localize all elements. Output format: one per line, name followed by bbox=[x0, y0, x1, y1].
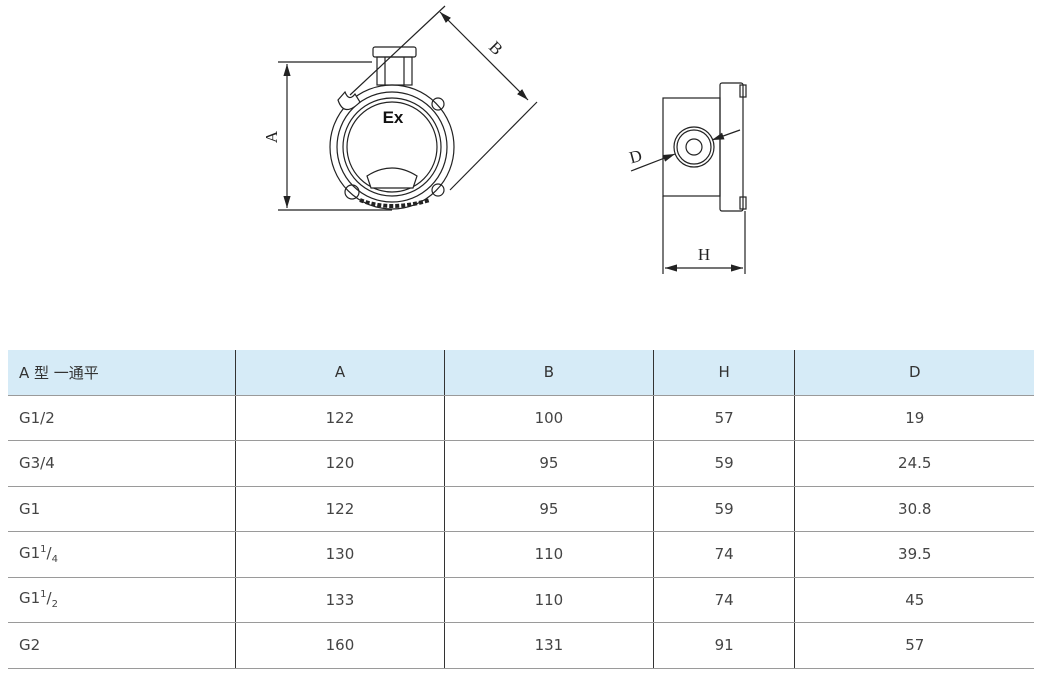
cell-b: 110 bbox=[443, 577, 654, 623]
dimension-label-a: A bbox=[262, 130, 281, 143]
technical-drawing: A B Ex D H bbox=[262, 5, 747, 274]
front-view bbox=[278, 5, 538, 211]
cell-size: G1 bbox=[8, 486, 236, 532]
cell-a: 130 bbox=[235, 531, 445, 578]
cell-b: 110 bbox=[443, 531, 654, 578]
cell-d: 19 bbox=[794, 395, 1034, 441]
cell-a: 160 bbox=[235, 622, 445, 669]
cell-b: 95 bbox=[443, 440, 654, 487]
cell-size: G3/4 bbox=[8, 440, 236, 487]
cell-d: 57 bbox=[794, 622, 1034, 669]
ex-mark: Ex bbox=[383, 108, 404, 127]
cell-a: 122 bbox=[235, 395, 445, 441]
size-base: G1 bbox=[19, 543, 41, 562]
size-denominator: 2 bbox=[51, 599, 58, 611]
cell-size: G11/4 bbox=[8, 531, 236, 578]
header-h: H bbox=[652, 350, 795, 396]
header-a: A bbox=[235, 350, 445, 396]
cell-h: 59 bbox=[652, 486, 795, 532]
cell-h: 74 bbox=[652, 577, 795, 623]
cell-size: G1/2 bbox=[8, 395, 236, 441]
cell-b: 95 bbox=[443, 486, 654, 532]
dimension-label-b: B bbox=[485, 37, 506, 58]
cell-a: 120 bbox=[235, 440, 445, 487]
cell-d: 39.5 bbox=[794, 531, 1034, 578]
size-denominator: 4 bbox=[51, 553, 58, 565]
cell-d: 45 bbox=[794, 577, 1034, 623]
cell-d: 24.5 bbox=[794, 440, 1034, 487]
cell-a: 133 bbox=[235, 577, 445, 623]
cell-a: 122 bbox=[235, 486, 445, 532]
cell-size: G2 bbox=[8, 622, 236, 669]
size-numerator: 1 bbox=[40, 589, 47, 601]
dimension-label-h: H bbox=[698, 245, 710, 264]
dimension-label-d: D bbox=[627, 146, 644, 168]
cell-h: 57 bbox=[652, 395, 795, 441]
header-b: B bbox=[443, 350, 654, 396]
size-numerator: 1 bbox=[40, 543, 47, 555]
header-type: A 型 一通平 bbox=[8, 350, 236, 396]
cell-size: G11/2 bbox=[8, 577, 236, 623]
cell-d: 30.8 bbox=[794, 486, 1034, 532]
cell-h: 91 bbox=[652, 622, 795, 669]
side-view bbox=[630, 82, 747, 274]
table-header-row: A 型 一通平 A B H D bbox=[8, 350, 1034, 396]
header-d: D bbox=[794, 350, 1034, 396]
cell-h: 59 bbox=[652, 440, 795, 487]
cell-h: 74 bbox=[652, 531, 795, 578]
cell-b: 100 bbox=[443, 395, 654, 441]
size-base: G1 bbox=[19, 589, 41, 608]
cell-b: 131 bbox=[443, 622, 654, 669]
